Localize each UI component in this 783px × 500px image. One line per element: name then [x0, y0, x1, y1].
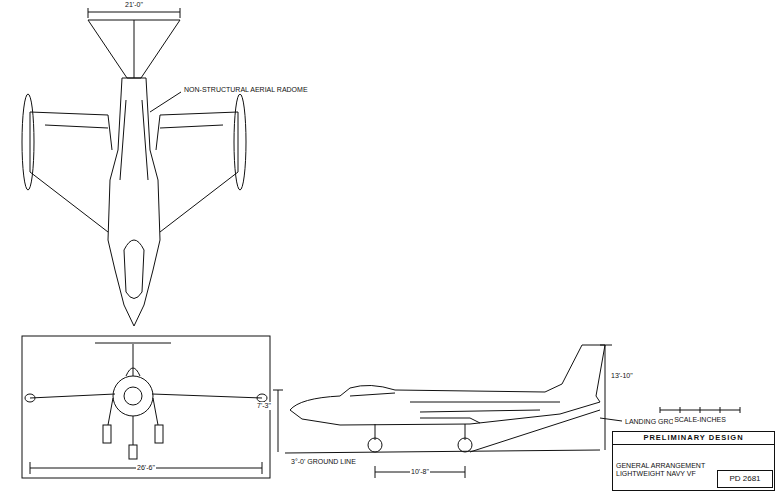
dimension-label: 26'-6" — [136, 464, 156, 472]
title-block: PRELIMINARY DESIGN GENERAL ARRANGEMENT LI… — [612, 431, 775, 491]
dimension-label: 7'-3" — [256, 402, 272, 410]
title-heading: PRELIMINARY DESIGN — [613, 432, 774, 445]
scale-label: SCALE-INCHES — [673, 416, 727, 424]
dimension-label: 21'-0" — [124, 1, 144, 9]
note-label: NON-STRUCTURAL AERIAL RADOME — [183, 86, 309, 94]
drawing-number-box: PD 2681 — [717, 470, 773, 488]
note-label: 3°-0' GROUND LINE — [290, 458, 357, 466]
dimension-label: 13'-10" — [610, 372, 634, 380]
drawing-number: PD 2681 — [718, 471, 772, 483]
dimension-label: 10'-8" — [410, 468, 430, 476]
title-text: GENERAL ARRANGEMENT LIGHTWEIGHT NAVY VF — [616, 462, 712, 478]
